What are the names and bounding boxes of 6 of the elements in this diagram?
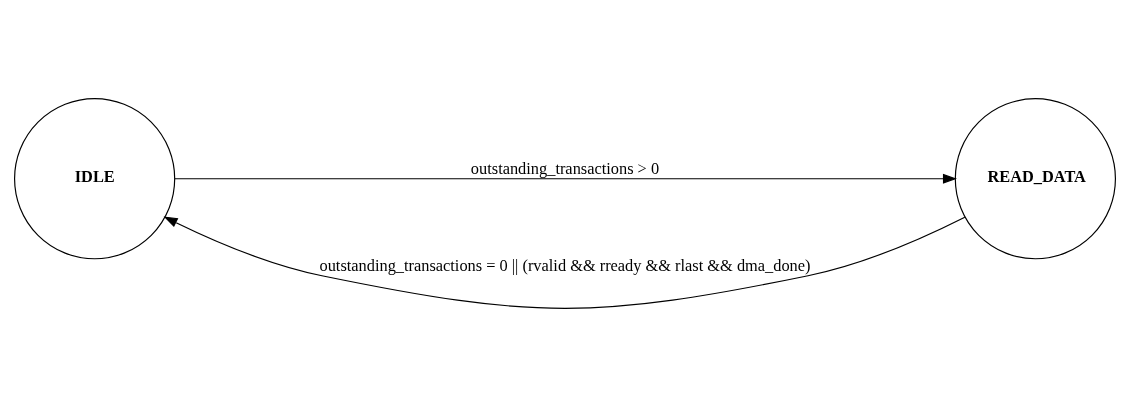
edge-label: outstanding_transactions > 0 [470,159,660,179]
arrow [163,216,966,309]
edge-label: outstanding_transactions = 0 || (rvalid && rready && rlast && dma_done) [319,256,811,276]
arrow [174,173,957,184]
node-circle: READ_DATA [954,98,1116,260]
node-circle: IDLE [14,98,176,260]
